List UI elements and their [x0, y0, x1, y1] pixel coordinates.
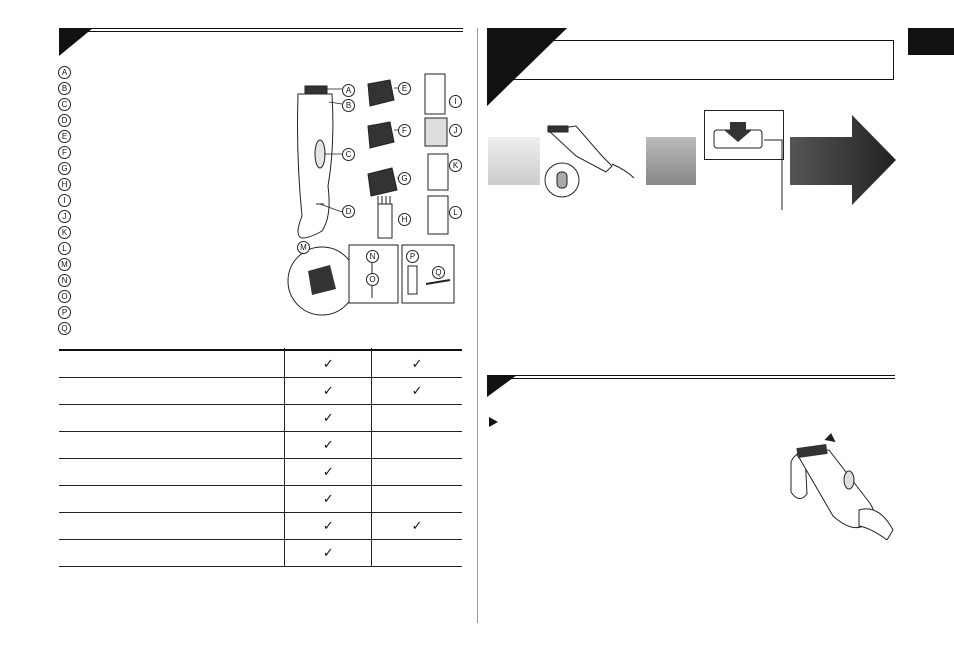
clipper-icon [546, 125, 613, 173]
table-header-cell [59, 348, 286, 351]
figure-callout-e: E [398, 82, 411, 95]
table-row: ✓✓ [59, 377, 462, 405]
charger-stand-icon [713, 122, 783, 210]
table-row: ✓ [59, 485, 462, 513]
clipper-icon [297, 85, 334, 239]
table-header-cell [284, 348, 373, 351]
figure-callout-g: G [398, 172, 411, 185]
parts-figure [287, 73, 455, 316]
down-arrow-icon [724, 122, 752, 142]
figure-callout-k: K [449, 159, 462, 172]
table-cell-label [59, 377, 286, 405]
section2-rule [487, 375, 895, 376]
outlet-panel [704, 110, 784, 160]
figure-callout-j: J [449, 124, 462, 137]
table-cell-check-2: ✓ [371, 377, 462, 405]
figure-callout-m: M [297, 241, 310, 254]
table-cell-check-2 [371, 458, 462, 486]
table-cell-check-2 [371, 404, 462, 432]
table-cell-check-1: ✓ [284, 458, 373, 486]
table-cell-check-2 [371, 539, 462, 568]
table-cell-label [59, 404, 286, 432]
table-row: ✓✓ [59, 512, 462, 540]
figure-callout-o: O [366, 273, 379, 286]
right-section-header-triangle-top [487, 28, 567, 106]
left-header-rule [59, 28, 463, 29]
page-divider [477, 28, 478, 623]
table-header-cell [371, 348, 462, 351]
figure-callout-c: C [342, 148, 355, 161]
parts-list-letter: K [58, 226, 71, 239]
parts-list-letter: C [58, 98, 71, 111]
parts-list-letter: J [58, 210, 71, 223]
parts-list-letter: F [58, 146, 71, 159]
bullet-play-icon [489, 417, 498, 427]
parts-list-letter: D [58, 114, 71, 127]
table-cell-label [59, 485, 286, 513]
right-arrow-icon [790, 115, 896, 205]
figure-callout-p: P [406, 250, 419, 263]
table-cell-label [59, 431, 286, 459]
attachment-comb-icon [367, 79, 398, 197]
step-gray-box-1 [488, 137, 540, 185]
section2-triangle [487, 375, 517, 397]
figure-callout-n: N [366, 250, 379, 263]
table-cell-check-1: ✓ [284, 539, 373, 568]
parts-list-letter: M [58, 258, 71, 271]
parts-list-letter: I [58, 194, 71, 207]
figure-callout-l: L [449, 206, 462, 219]
parts-list-letter: L [58, 242, 71, 255]
charging-illustration [544, 125, 635, 198]
parts-list-letter: O [58, 290, 71, 303]
parts-list-letter: B [58, 82, 71, 95]
step-gray-box-2 [646, 137, 696, 185]
language-tab [908, 28, 954, 55]
comparison-table: ✓✓✓✓✓✓✓✓✓✓✓ [59, 348, 462, 568]
table-row: ✓ [59, 539, 462, 568]
section2-rule-2 [487, 378, 895, 379]
parts-list-letter: N [58, 274, 71, 287]
figure-callout-f: F [398, 124, 411, 137]
figure-callout-q: Q [432, 266, 445, 279]
hand-clipper-icon [790, 433, 894, 540]
table-row: ✓ [59, 404, 462, 432]
table-cell-check-1: ✓ [284, 512, 373, 540]
figure-callout-h: H [398, 213, 411, 226]
table-row: ✓✓ [59, 349, 462, 378]
parts-list-letter: H [58, 178, 71, 191]
figure-callout-d: D [342, 205, 355, 218]
figure-callout-a: A [342, 84, 355, 97]
figure-callout-i: I [449, 95, 462, 108]
table-cell-check-2: ✓ [371, 349, 462, 378]
parts-list-letter: Q [58, 322, 71, 335]
parts-list-letter: G [58, 162, 71, 175]
table-cell-label [59, 539, 286, 568]
table-cell-check-2 [371, 485, 462, 513]
parts-list-letter: A [58, 66, 71, 79]
parts-list-letter: E [58, 130, 71, 143]
table-cell-label [59, 512, 286, 540]
parts-list-letter: P [58, 306, 71, 319]
table-cell-check-1: ✓ [284, 485, 373, 513]
table-cell-label [59, 458, 286, 486]
table-cell-check-1: ✓ [284, 404, 373, 432]
table-row: ✓ [59, 458, 462, 486]
left-header-rule-2 [59, 31, 463, 32]
table-cell-label [59, 349, 286, 378]
table-cell-check-2 [371, 431, 462, 459]
table-cell-check-1: ✓ [284, 377, 373, 405]
table-header-row [59, 348, 462, 351]
table-cell-check-1: ✓ [284, 431, 373, 459]
oil-bottle-icon [407, 265, 418, 295]
left-section-triangle [59, 28, 93, 56]
figure-callout-b: B [342, 99, 355, 112]
cleaning-brush-icon [425, 279, 451, 285]
table-cell-check-2: ✓ [371, 512, 462, 540]
table-cell-check-1: ✓ [284, 349, 373, 378]
table-row: ✓ [59, 431, 462, 459]
